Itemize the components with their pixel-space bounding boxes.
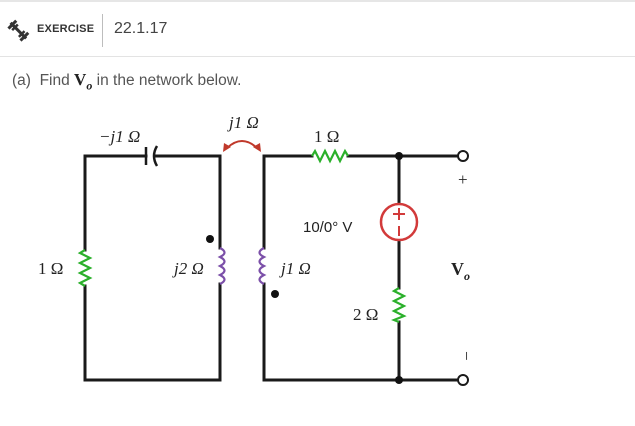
capacitor [144, 145, 159, 167]
node-bottom [395, 376, 403, 384]
dumbbell-icon [7, 19, 30, 42]
left-loop-top-wire-right [154, 154, 222, 250]
voltage-source [379, 202, 419, 242]
resistor-left-label: 1 Ω [38, 259, 63, 278]
question-part: (a) [12, 72, 31, 89]
mutual-coupling-arrow [223, 140, 261, 152]
mutual-label: j1 Ω [227, 113, 259, 132]
exercise-header: EXERCISE 22.1.17 [0, 2, 635, 57]
source-label: 10/0° V [303, 219, 352, 236]
exercise-number: 22.1.17 [114, 20, 168, 37]
header-divider [102, 14, 103, 47]
capacitor-label: −j1 Ω [99, 127, 140, 146]
vo-output-label: Vo [451, 259, 470, 283]
secondary-dot [271, 290, 279, 298]
resistor-right-label: 2 Ω [353, 305, 378, 324]
inductor-primary-label: j2 Ω [172, 259, 204, 278]
inductor-primary [217, 247, 226, 285]
resistor-left [77, 249, 93, 287]
exercise-label: EXERCISE [37, 23, 95, 35]
primary-dot [206, 235, 214, 243]
inductor-secondary-label: j1 Ω [279, 259, 311, 278]
question-text-after: in the network below. [96, 72, 242, 89]
resistor-right [391, 287, 407, 324]
question-text-before: Find [39, 72, 70, 89]
node-top [395, 152, 403, 160]
minus-sign: − [457, 351, 476, 361]
plus-sign: + [458, 170, 468, 189]
inductor-secondary [258, 247, 267, 285]
question-text: (a) Find Vo in the network below. [12, 70, 241, 93]
resistor-top-label: 1 Ω [314, 127, 339, 146]
resistor-top [311, 148, 349, 164]
top-border [0, 0, 635, 2]
terminal-top [457, 150, 469, 162]
vo-symbol: Vo [74, 70, 93, 93]
terminal-bottom [457, 374, 469, 386]
